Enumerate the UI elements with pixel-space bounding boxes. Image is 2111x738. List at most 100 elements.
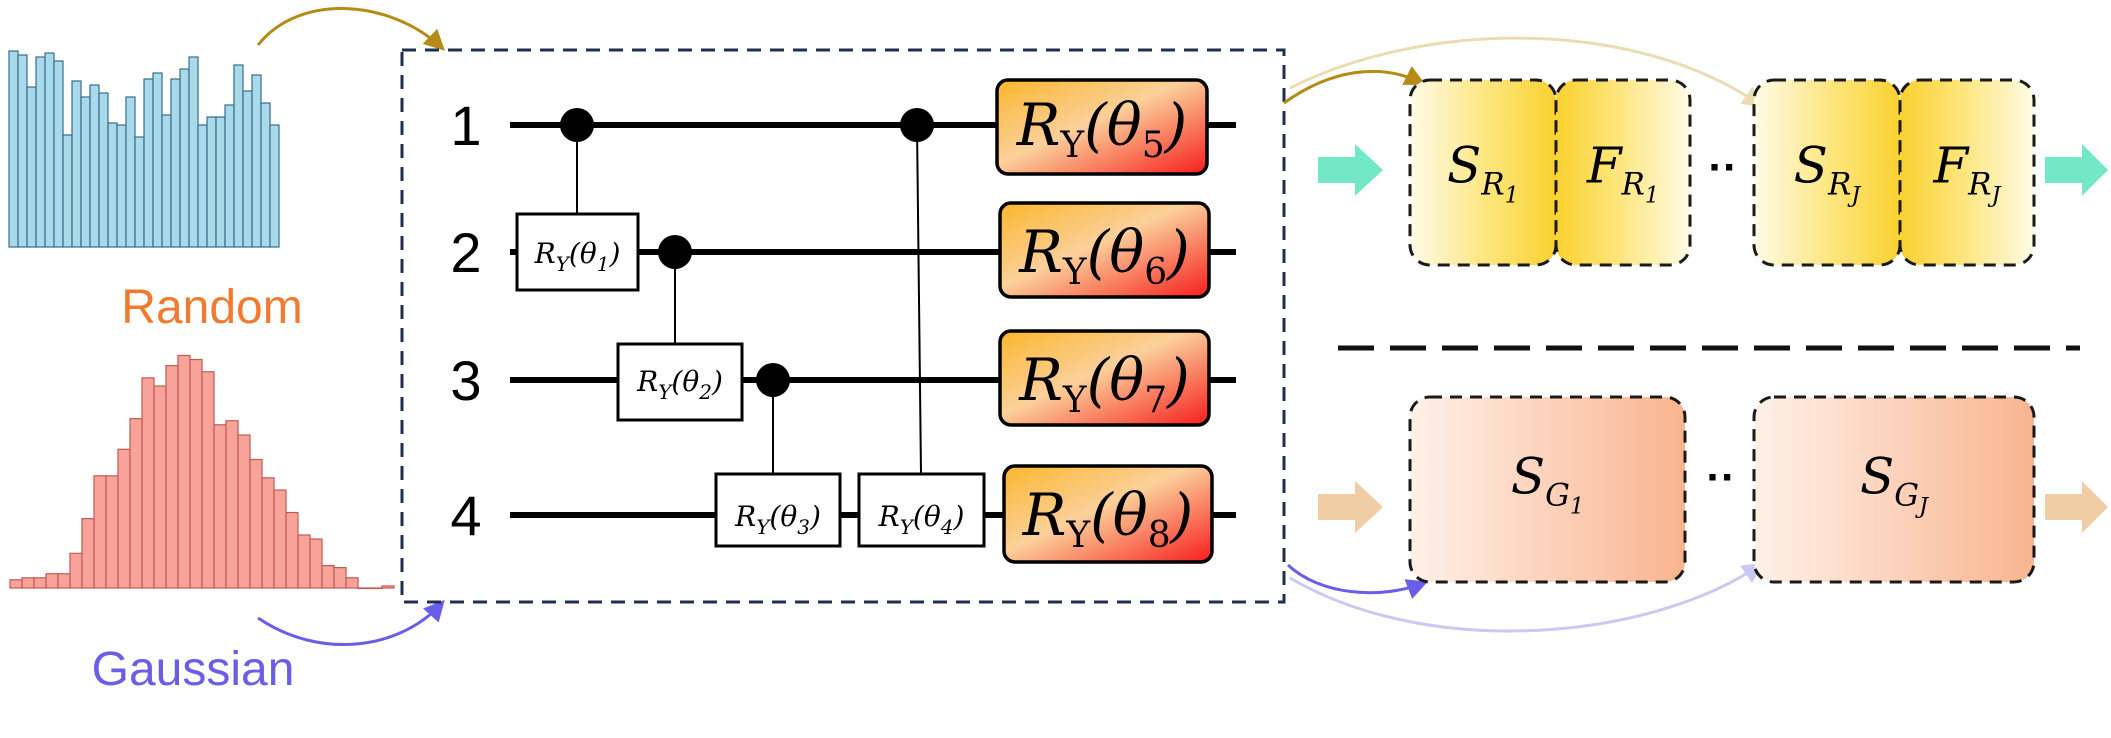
random-histogram-bar: [125, 96, 136, 248]
gaussian-histogram-bar: [261, 477, 275, 589]
quantum-circuit: 1234RY(θ1)RY(θ2)RY(θ3)RY(θ4)RY(θ5)RY(θ6)…: [450, 78, 1236, 564]
gaussian-histogram-bar: [117, 448, 131, 589]
random-histogram-bar: [44, 52, 55, 248]
gaussian-block: [1752, 395, 2036, 584]
gaussian-histogram-bar: [81, 518, 95, 589]
random-histogram-bar: [98, 92, 109, 248]
random-input-arrow: [256, 7, 446, 51]
ry-gate-label: RY(θ7): [1018, 346, 1190, 421]
qubit-label: 4: [450, 484, 481, 547]
ry-gate: [1002, 464, 1214, 564]
ry-small-gate: [714, 472, 842, 548]
gaussian-histogram-bar: [141, 377, 155, 589]
gaussian-label: Gaussian: [92, 643, 295, 696]
ry-small-gate: [515, 212, 640, 292]
random-output-arrow: [1283, 66, 1426, 105]
gaussian-histogram-bar: [249, 458, 263, 589]
gaussian-histogram-bar: [225, 420, 239, 589]
gaussian-histogram-bar: [357, 587, 371, 590]
gaussian-block-label: SGJ: [1860, 448, 1930, 520]
control-dot: [756, 363, 790, 397]
random-histogram-bar: [8, 50, 19, 248]
random-histogram-bar: [107, 122, 118, 248]
gaussian-block-label: SG1: [1511, 448, 1584, 520]
ellipsis: ··: [1706, 453, 1735, 502]
gaussian-histogram-bar: [369, 587, 383, 590]
ry-gate: [998, 329, 1211, 427]
qubit-label: 1: [450, 94, 481, 157]
random-block: [1898, 78, 2036, 267]
ry-small-gate-label: RY(θ3): [734, 500, 821, 539]
gaussian-blocks: SG1 SGJ ··: [1408, 395, 2036, 584]
random-histogram-bar: [53, 60, 64, 248]
control-dot: [560, 108, 594, 142]
random-block: [1554, 78, 1692, 267]
random-histogram-bar: [206, 116, 217, 248]
qubit-label: 3: [450, 349, 481, 412]
random-label: Random: [121, 281, 302, 334]
random-block-label: SRJ: [1794, 137, 1863, 209]
ry-gate: [995, 78, 1209, 176]
tan-output-arrow: [2045, 481, 2108, 533]
random-histogram-bar: [260, 102, 271, 248]
ry-small-gate: [857, 472, 986, 548]
ry-small-gate: [616, 342, 744, 422]
random-histogram-bar: [215, 116, 226, 248]
random-histogram-bar: [197, 124, 208, 248]
ry-small-gate-label: RY(θ4): [878, 500, 965, 539]
gaussian-histogram-bar: [321, 564, 335, 589]
gaussian-histogram-bar: [309, 538, 323, 589]
gaussian-histogram-bar: [57, 573, 71, 589]
gaussian-histogram-bar: [345, 577, 359, 589]
gaussian-histogram-bar: [129, 418, 143, 589]
random-histogram-bar: [26, 86, 37, 248]
gaussian-histogram-bar: [381, 585, 395, 589]
gaussian-histogram-bar: [33, 577, 47, 589]
gaussian-block: [1408, 395, 1687, 584]
random-histogram: [8, 50, 280, 248]
gaussian-histogram-bar: [213, 424, 227, 589]
gaussian-histogram-bar: [201, 371, 215, 589]
gaussian-histogram-bar: [189, 358, 203, 589]
gaussian-output-arrow-faded: [1289, 562, 1764, 633]
random-histogram-bar: [179, 68, 190, 248]
random-histogram-bar: [62, 134, 73, 248]
random-block-label: FR1: [1586, 137, 1659, 209]
random-histogram-bar: [71, 80, 82, 248]
gaussian-input-arrow: [257, 599, 445, 646]
teal-input-arrow: [1318, 144, 1383, 196]
gaussian-histogram-bar: [177, 354, 191, 589]
random-histogram-bar: [242, 90, 253, 248]
random-histogram-bar: [251, 74, 262, 248]
random-histogram-bar: [269, 124, 280, 248]
random-histogram-bar: [17, 54, 28, 248]
random-histogram-bar: [35, 56, 46, 248]
gaussian-histogram-bar: [9, 579, 23, 589]
random-histogram-bar: [80, 96, 91, 248]
ry-gate-label: RY(θ5): [1016, 91, 1188, 166]
gaussian-histogram-bar: [93, 475, 107, 589]
gaussian-histogram-bar: [45, 573, 59, 589]
ry-gate-label: RY(θ8): [1022, 481, 1194, 556]
random-histogram-bar: [134, 136, 145, 248]
gaussian-histogram-bar: [165, 365, 179, 589]
ry-small-gate-label: RY(θ2): [636, 365, 723, 404]
teal-output-arrow: [2045, 144, 2108, 196]
random-histogram-bar: [170, 78, 181, 248]
control-dot: [900, 108, 934, 142]
tan-input-arrow: [1318, 481, 1383, 533]
gaussian-histogram-bar: [333, 566, 347, 589]
gaussian-histogram-bar: [297, 534, 311, 589]
random-histogram-bar: [188, 56, 199, 248]
gaussian-output-arrow: [1286, 563, 1428, 599]
gaussian-histogram-bar: [273, 489, 287, 589]
gaussian-histogram-bar: [237, 434, 251, 589]
random-histogram-bar: [116, 124, 127, 248]
ry-gate-label: RY(θ6): [1018, 218, 1190, 293]
random-histogram-bar: [143, 78, 154, 248]
circuit-frame: [400, 48, 1286, 604]
random-histogram-bar: [224, 104, 235, 248]
